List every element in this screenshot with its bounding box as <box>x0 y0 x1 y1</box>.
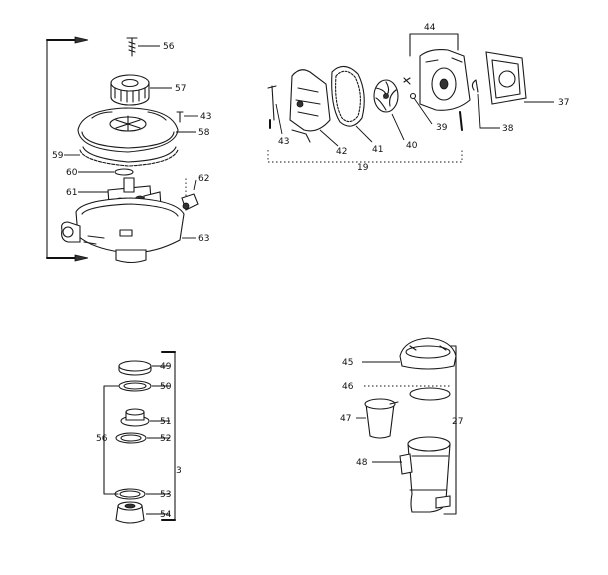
label-44: 44 <box>424 23 436 33</box>
label-63: 63 <box>198 234 209 244</box>
label-48: 48 <box>356 458 368 468</box>
housing-bracket-arrow-top <box>74 36 89 44</box>
label-52: 52 <box>160 434 171 444</box>
label-57: 57 <box>175 84 186 94</box>
screw-43-a <box>176 111 184 123</box>
label-41: 41 <box>372 145 383 155</box>
label-56-top: 56 <box>163 42 175 52</box>
bracket-19 <box>267 150 463 163</box>
pot-48 <box>399 436 451 513</box>
label-46: 46 <box>342 382 354 392</box>
label-59: 59 <box>52 151 64 161</box>
bracket-44 <box>409 33 459 57</box>
label-38: 38 <box>502 124 514 134</box>
volute-42 <box>289 69 331 143</box>
label-60: 60 <box>66 168 78 178</box>
valve-51 <box>120 408 150 427</box>
oring-46 <box>409 387 451 401</box>
knob-57 <box>110 74 150 106</box>
clip-38 <box>471 79 479 93</box>
gasket-59 <box>79 146 179 167</box>
label-19: 19 <box>357 163 369 173</box>
label-53: 53 <box>160 490 171 500</box>
label-58: 58 <box>198 128 210 138</box>
ring-52 <box>115 432 147 444</box>
seal-plate-37 <box>485 51 527 105</box>
label-3: 3 <box>176 466 182 476</box>
bracket-19-right-mark <box>459 111 463 131</box>
bolt-43-b <box>267 85 277 129</box>
label-54: 54 <box>160 510 172 520</box>
ring-53 <box>114 488 146 500</box>
housing-assembly: 56 57 43 58 59 60 61 62 63 <box>46 36 211 264</box>
housing-bracket-arrow-bottom <box>74 254 89 262</box>
impeller-40 <box>373 79 399 113</box>
gasket-41 <box>331 65 365 127</box>
bracket-56-kit <box>103 385 119 495</box>
leader-38 <box>477 93 500 129</box>
valve-62 <box>181 176 199 211</box>
valve-kit: 49 50 51 56 52 3 53 54 <box>96 351 182 524</box>
label-43-b: 43 <box>278 137 289 147</box>
label-42: 42 <box>336 147 347 157</box>
leader-41 <box>355 125 373 143</box>
washer-39 <box>409 92 417 100</box>
label-56-kit: 56 <box>96 434 108 444</box>
label-62: 62 <box>198 174 209 184</box>
lid-45 <box>399 337 457 370</box>
label-61: 61 <box>66 188 77 198</box>
cap-49 <box>118 360 152 376</box>
motor-housing-44 <box>419 49 471 111</box>
label-49: 49 <box>160 362 172 372</box>
leader-43-b <box>275 103 283 135</box>
label-43-a: 43 <box>200 112 211 122</box>
leader-62 <box>193 179 197 191</box>
screw-56 <box>126 37 138 57</box>
lid-58 <box>77 107 179 153</box>
oring-60 <box>114 168 134 176</box>
leader-42 <box>319 129 339 147</box>
housing-base-63 <box>61 197 185 264</box>
label-27: 27 <box>452 417 463 427</box>
motor-assembly: 44 37 43 42 41 40 39 38 19 <box>267 23 569 173</box>
label-40: 40 <box>406 141 418 151</box>
leader-39 <box>413 97 433 125</box>
basket-47 <box>364 398 399 439</box>
nut-54 <box>115 501 145 524</box>
label-50: 50 <box>160 382 172 392</box>
label-45: 45 <box>342 358 353 368</box>
label-51: 51 <box>160 417 171 427</box>
label-47: 47 <box>340 414 351 424</box>
label-39: 39 <box>436 123 448 133</box>
label-37: 37 <box>558 98 569 108</box>
screw-39-a <box>403 77 411 85</box>
leader-40 <box>391 113 405 141</box>
ring-50 <box>118 380 152 392</box>
strainer-assembly: 45 46 47 27 48 <box>340 337 463 515</box>
